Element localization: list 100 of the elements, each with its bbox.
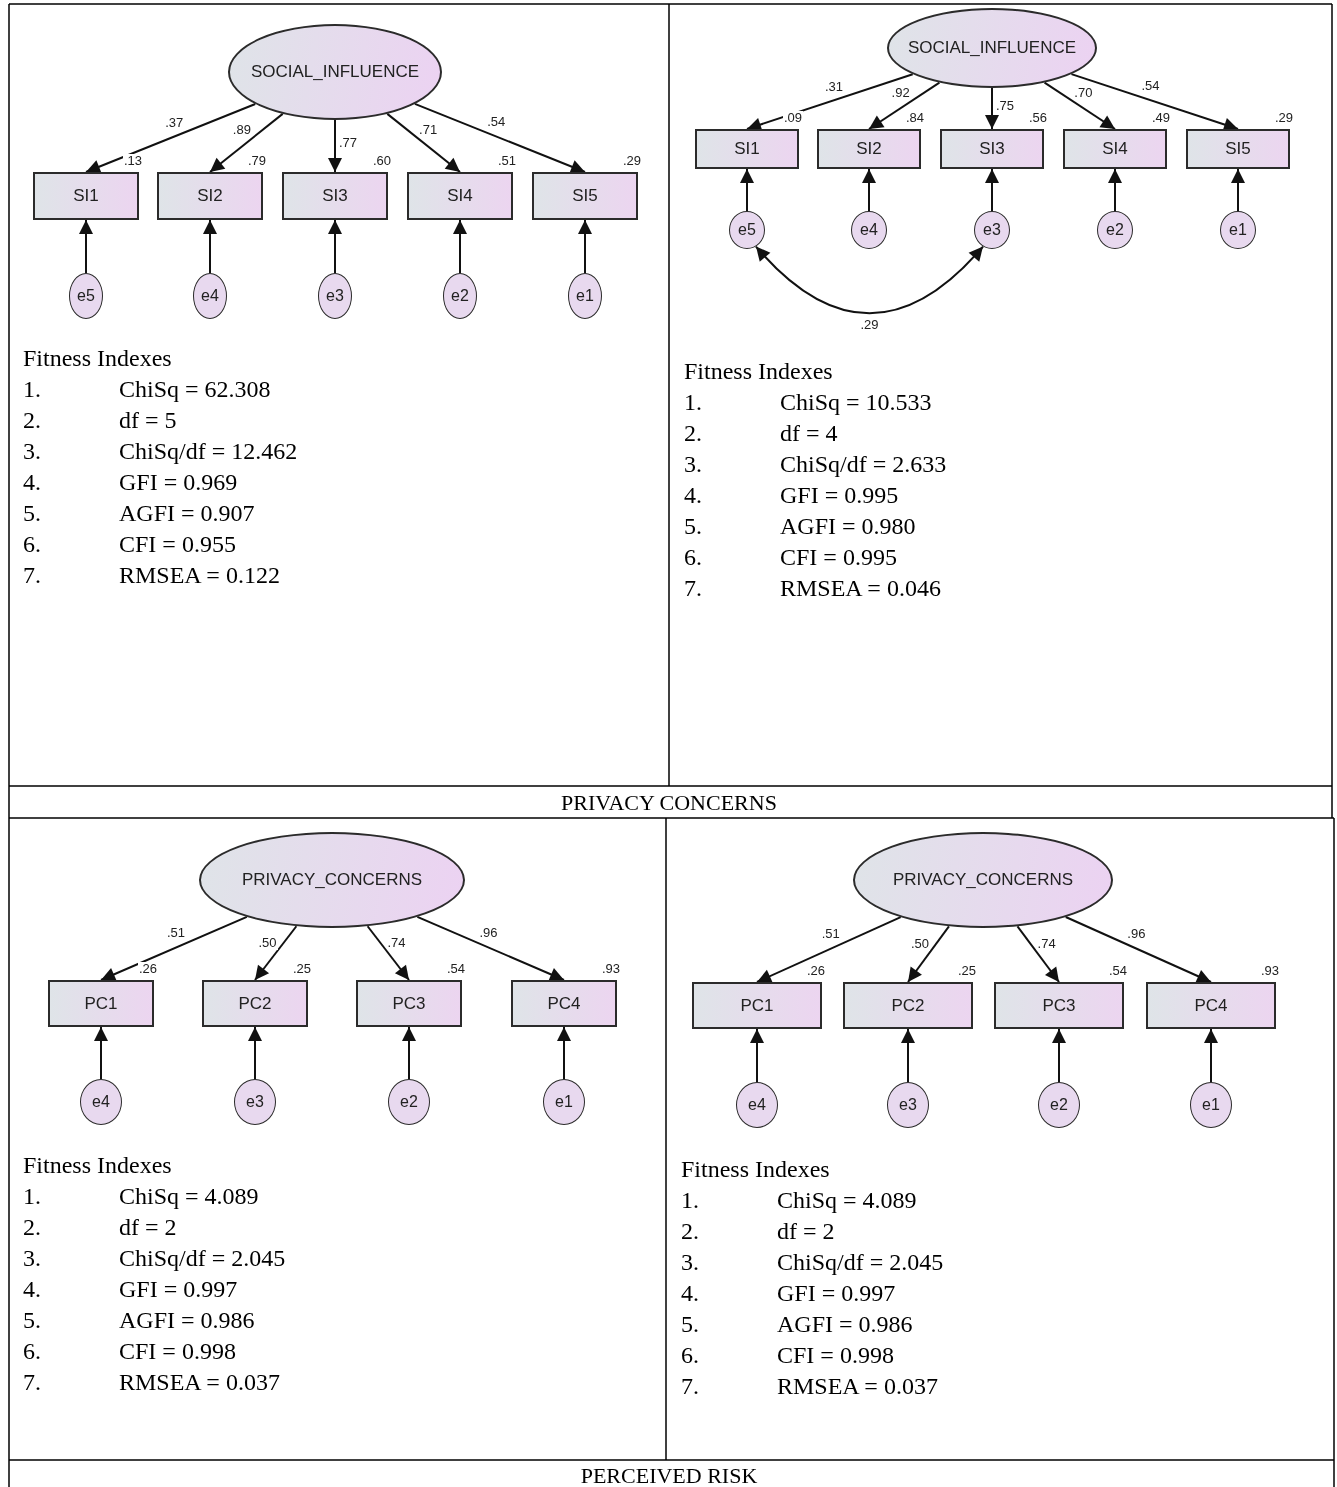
error-term-name: e2 bbox=[451, 287, 469, 305]
arrow bbox=[901, 1028, 915, 1083]
arrow bbox=[94, 1026, 108, 1080]
fit-index-value: RMSEA = 0.037 bbox=[119, 1369, 280, 1395]
list-number: 6. bbox=[684, 544, 702, 570]
variable-name: PC4 bbox=[547, 993, 581, 1014]
error-term-circle bbox=[1190, 1082, 1232, 1128]
arrow bbox=[1052, 1028, 1066, 1083]
error-term-circle bbox=[234, 1079, 276, 1125]
list-number: 2. bbox=[23, 407, 41, 433]
arrow bbox=[453, 219, 467, 274]
arrow bbox=[746, 73, 914, 132]
arrow bbox=[366, 925, 410, 981]
row-heading: PERCEIVED RISK bbox=[580, 1463, 758, 1487]
error-term-name: e2 bbox=[1050, 1096, 1068, 1114]
error-term-circle bbox=[388, 1079, 430, 1125]
list-number: 1. bbox=[684, 389, 702, 415]
error-term-name: e4 bbox=[92, 1093, 110, 1111]
fit-index-value: RMSEA = 0.037 bbox=[777, 1373, 938, 1399]
list-number: 1. bbox=[23, 376, 41, 402]
list-number: 4. bbox=[23, 1276, 41, 1302]
fit-index-value: CFI = 0.998 bbox=[119, 1338, 236, 1364]
arrow bbox=[907, 925, 950, 983]
r-squared-value: .25 bbox=[956, 964, 977, 978]
r-squared-value: .60 bbox=[371, 154, 392, 168]
variable-name: PC3 bbox=[392, 993, 426, 1014]
r-squared-value: .29 bbox=[621, 154, 642, 168]
arrow bbox=[402, 1026, 416, 1080]
error-term-circle bbox=[543, 1079, 585, 1125]
error-term-name: e4 bbox=[201, 287, 219, 305]
variable-name: PC4 bbox=[1194, 995, 1228, 1016]
list-number: 4. bbox=[23, 469, 41, 495]
variable-name: SI1 bbox=[73, 186, 99, 206]
arrow bbox=[740, 168, 754, 212]
error-term-circle bbox=[80, 1079, 122, 1125]
error-term-name: e4 bbox=[748, 1096, 766, 1114]
list-number: 5. bbox=[23, 500, 41, 526]
latent-variable-name: PRIVACY_CONCERNS bbox=[241, 870, 423, 890]
list-number: 6. bbox=[681, 1342, 699, 1368]
fit-index-value: AGFI = 0.907 bbox=[119, 500, 255, 526]
list-number: 1. bbox=[23, 1183, 41, 1209]
list-number: 3. bbox=[681, 1249, 699, 1275]
variable-name: PC1 bbox=[740, 995, 774, 1016]
fit-index-value: CFI = 0.998 bbox=[777, 1342, 894, 1368]
variable-name: SI4 bbox=[447, 186, 473, 206]
variable-name: PC2 bbox=[891, 995, 925, 1016]
latent-variable-name: SOCIAL_INFLUENCE bbox=[907, 38, 1077, 58]
error-term-name: e1 bbox=[576, 287, 594, 305]
edge-label: .89 bbox=[231, 122, 252, 137]
error-term-name: e2 bbox=[400, 1093, 418, 1111]
arrow bbox=[386, 112, 461, 173]
error-term-circle bbox=[851, 211, 887, 249]
list-number: 7. bbox=[684, 575, 702, 601]
arrow bbox=[328, 219, 342, 274]
arrow bbox=[557, 1026, 571, 1080]
arrow bbox=[756, 916, 902, 983]
error-term-circle bbox=[974, 211, 1010, 249]
variable-name: SI3 bbox=[979, 139, 1005, 159]
error-term-name: e3 bbox=[899, 1096, 917, 1114]
fit-index-value: RMSEA = 0.122 bbox=[119, 562, 280, 588]
r-squared-value: .26 bbox=[805, 964, 826, 978]
r-squared-value: .51 bbox=[496, 154, 517, 168]
fit-index-value: ChiSq/df = 2.045 bbox=[777, 1249, 944, 1275]
error-term-name: e1 bbox=[555, 1093, 573, 1111]
r-squared-value: .79 bbox=[246, 154, 267, 168]
fit-index-value: ChiSq/df = 2.633 bbox=[780, 451, 947, 477]
error-term-circle bbox=[1038, 1082, 1080, 1128]
error-term-name: e3 bbox=[983, 221, 1001, 239]
r-squared-value: .93 bbox=[1259, 964, 1280, 978]
list-number: 1. bbox=[681, 1187, 699, 1213]
r-squared-value: .26 bbox=[137, 962, 158, 976]
fit-index-value: AGFI = 0.986 bbox=[777, 1311, 913, 1337]
arrow bbox=[985, 87, 999, 130]
fit-index-value: ChiSq = 62.308 bbox=[119, 376, 271, 402]
edge-label: .50 bbox=[257, 935, 278, 950]
edge-label: .31 bbox=[824, 79, 845, 94]
error-term-name: e1 bbox=[1202, 1096, 1220, 1114]
list-number: 3. bbox=[23, 1245, 41, 1271]
arrow bbox=[413, 102, 586, 174]
error-term-name: e5 bbox=[77, 287, 95, 305]
arrow bbox=[254, 925, 298, 981]
edge-label: .50 bbox=[910, 936, 931, 951]
list-number: 3. bbox=[23, 438, 41, 464]
error-term-name: e1 bbox=[1229, 221, 1247, 239]
error-term-name: e2 bbox=[1106, 221, 1124, 239]
list-number: 6. bbox=[23, 1338, 41, 1364]
arrow bbox=[578, 219, 592, 274]
list-number: 2. bbox=[684, 420, 702, 446]
variable-name: SI5 bbox=[572, 186, 598, 206]
r-squared-value: .13 bbox=[122, 154, 143, 168]
error-term-name: e3 bbox=[326, 287, 344, 305]
arrow bbox=[1064, 916, 1212, 983]
fit-index-value: AGFI = 0.986 bbox=[119, 1307, 255, 1333]
fit-index-value: df = 2 bbox=[119, 1214, 177, 1240]
fit-index-value: CFI = 0.955 bbox=[119, 531, 236, 557]
error-term-name: e3 bbox=[246, 1093, 264, 1111]
arrow bbox=[85, 103, 257, 174]
r-squared-value: .25 bbox=[291, 962, 312, 976]
list-number: 3. bbox=[684, 451, 702, 477]
section-heading: Fitness Indexes bbox=[23, 345, 172, 371]
